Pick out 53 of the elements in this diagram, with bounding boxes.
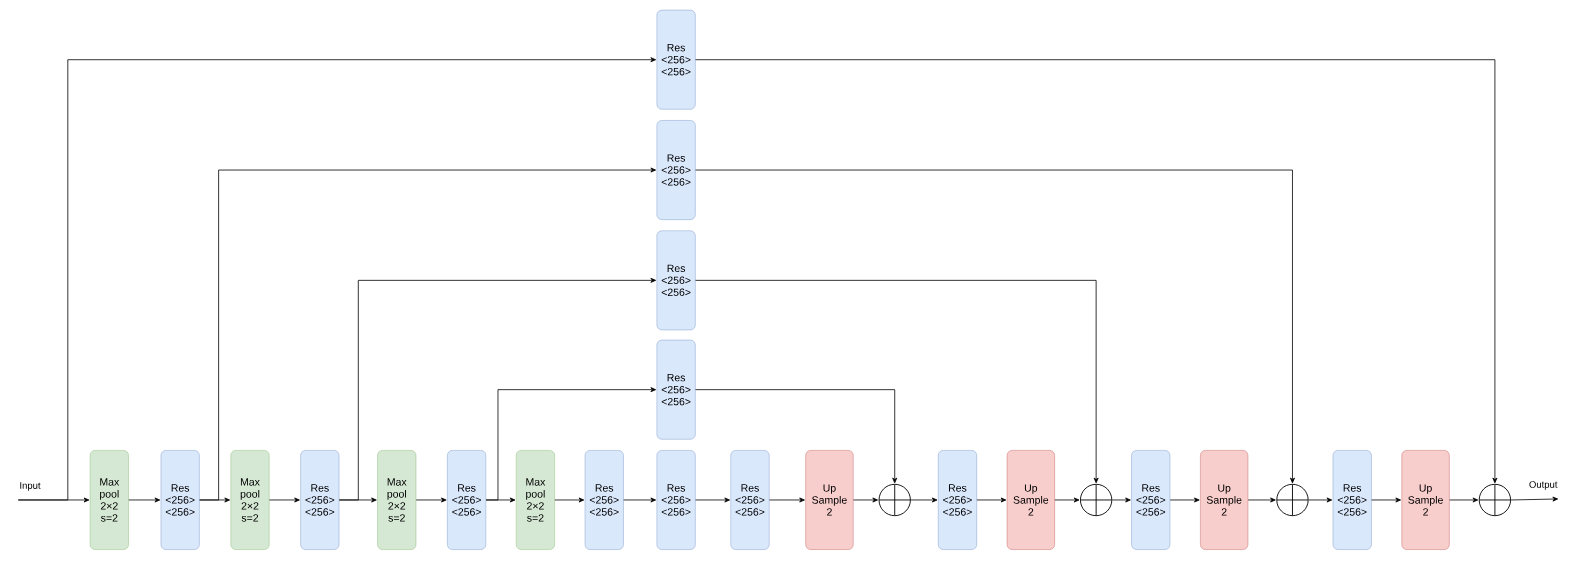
residual-block: Res <256> <256> bbox=[160, 450, 200, 550]
arrow bbox=[199, 167, 657, 501]
sum-circle bbox=[878, 483, 911, 517]
arrow bbox=[853, 497, 878, 503]
arrow bbox=[1169, 497, 1200, 503]
arrow bbox=[695, 389, 898, 484]
arrow bbox=[623, 497, 657, 503]
residual-block: Res <256> <256> bbox=[656, 9, 696, 110]
arrow bbox=[910, 497, 938, 503]
residual-block: Res <256> <256> bbox=[938, 450, 977, 550]
upsample-block: Up Sample 2 bbox=[1401, 450, 1450, 550]
upsample-block: Up Sample 2 bbox=[1006, 450, 1055, 550]
arrow bbox=[415, 497, 447, 503]
arrow bbox=[269, 497, 300, 503]
max-pool-block: Max pool 2×2 s=2 bbox=[89, 450, 129, 550]
arrow bbox=[1111, 497, 1131, 503]
arrow bbox=[128, 497, 161, 503]
io-label: Output bbox=[1529, 481, 1558, 490]
arrow bbox=[1247, 497, 1276, 503]
arrow bbox=[485, 387, 657, 501]
residual-block: Res <256> <256> bbox=[656, 450, 696, 550]
residual-block: Res <256> <256> bbox=[1131, 450, 1171, 550]
residual-block: Res <256> <256> bbox=[730, 450, 770, 550]
max-pool-block: Max pool 2×2 s=2 bbox=[516, 450, 555, 550]
arrow bbox=[17, 57, 657, 501]
residual-block: Res <256> <256> bbox=[584, 450, 624, 550]
residual-block: Res <256> <256> bbox=[300, 450, 340, 550]
arrow bbox=[1371, 497, 1401, 503]
arrow bbox=[1510, 496, 1559, 502]
sum-circle bbox=[1276, 483, 1309, 517]
max-pool-block: Max pool 2×2 s=2 bbox=[377, 450, 417, 550]
sum-circle bbox=[1080, 483, 1113, 517]
arrow bbox=[554, 497, 585, 503]
max-pool-block: Max pool 2×2 s=2 bbox=[230, 450, 270, 550]
arrow bbox=[695, 279, 1099, 484]
arrow bbox=[1054, 497, 1080, 503]
residual-block: Res <256> <256> bbox=[1332, 450, 1372, 550]
arrow bbox=[976, 497, 1007, 503]
arrow bbox=[1308, 497, 1333, 503]
arrow bbox=[338, 277, 657, 501]
arrow bbox=[769, 497, 805, 503]
arrow bbox=[695, 169, 1295, 484]
residual-block: Res <256> <256> bbox=[447, 450, 487, 550]
upsample-block: Up Sample 2 bbox=[1200, 450, 1249, 550]
sum-circle bbox=[1478, 483, 1512, 517]
arrow bbox=[695, 497, 730, 503]
residual-block: Res <256> <256> bbox=[656, 339, 696, 440]
arrow bbox=[1449, 497, 1479, 503]
upsample-block: Up Sample 2 bbox=[805, 450, 854, 550]
residual-block: Res <256> <256> bbox=[656, 120, 696, 220]
residual-block: Res <256> <256> bbox=[656, 230, 696, 331]
io-label: Input bbox=[20, 482, 41, 491]
arrow bbox=[695, 59, 1498, 484]
